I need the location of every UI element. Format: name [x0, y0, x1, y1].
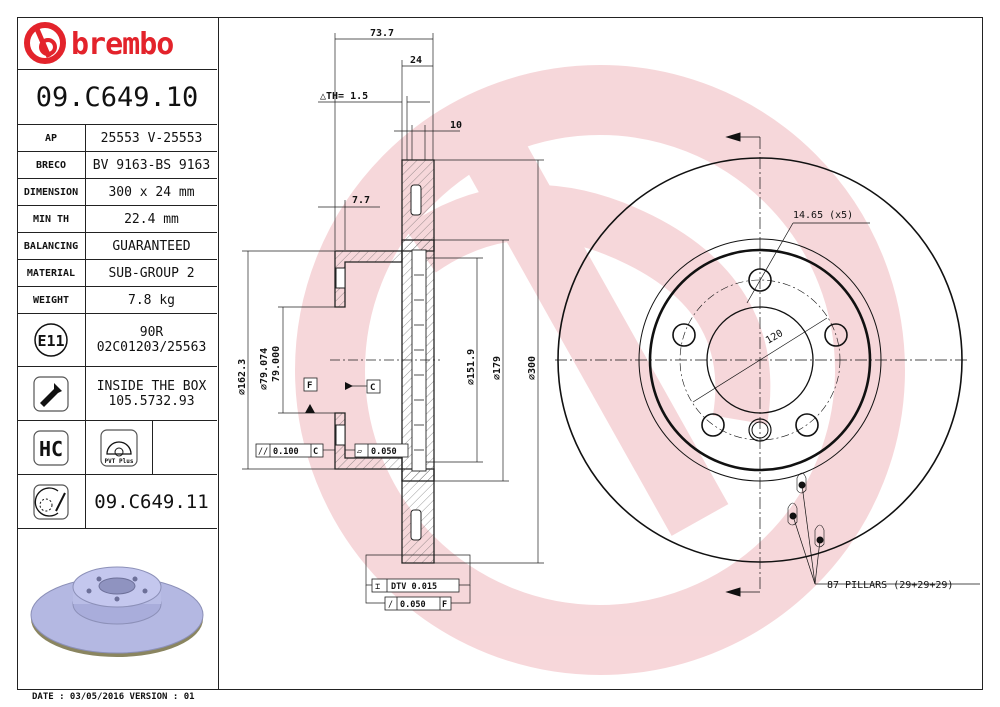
tolerance-parallel: // 0.100 C — [255, 443, 335, 458]
svg-text:E11: E11 — [37, 332, 64, 350]
svg-text:DTV 0.015: DTV 0.015 — [391, 582, 437, 592]
dim-d300: ⌀300 — [527, 356, 538, 380]
part-number-row: 09.C649.10 — [17, 70, 217, 125]
section-dimensions: 73.7 24 △TH= 1.5 10 7.7 ⌀162.3 ⌀79.074 7… — [237, 28, 538, 611]
pillars-callout: 87 PILLARS (29+29+29) — [827, 580, 953, 591]
date-version: DATE : 03/05/2016 VERSION : 01 — [32, 692, 195, 702]
spec-label: AP — [17, 125, 86, 151]
spec-row: WEIGHT 7.8 kg — [17, 287, 217, 314]
dim-d79-lower: 79.000 — [271, 346, 282, 382]
screw-note: INSIDE THE BOX — [96, 378, 207, 394]
spec-label: BALANCING — [17, 233, 86, 259]
svg-text:C: C — [313, 447, 318, 457]
section-view — [242, 33, 544, 604]
spec-value: 22.4 mm — [124, 211, 179, 227]
spec-value: 7.8 kg — [128, 292, 175, 308]
dim-overall-width: 73.7 — [370, 28, 394, 39]
e11-approval-icon: E11 — [34, 323, 68, 357]
spec-label: MIN TH — [17, 206, 86, 232]
features-row: HC PVT Plus — [17, 421, 217, 475]
screw-icon — [33, 375, 69, 412]
spec-row: AP 25553 V-25553 — [17, 125, 217, 152]
screw-part-number: 105.5732.93 — [108, 393, 195, 409]
drawing-frame — [17, 17, 983, 690]
svg-text:F: F — [442, 600, 447, 610]
spec-row: MATERIAL SUB-GROUP 2 — [17, 260, 217, 287]
svg-text:/: / — [388, 600, 393, 610]
spec-value: BV 9163-BS 9163 — [92, 157, 211, 173]
variant-part-number: 09.C649.11 — [94, 490, 209, 513]
svg-text:0.100: 0.100 — [273, 447, 299, 457]
dim-d79-upper: ⌀79.074 — [259, 348, 270, 390]
part-number: 09.C649.10 — [35, 81, 199, 113]
bolt-hole — [824, 323, 848, 347]
spec-row: BRECO BV 9163-BS 9163 — [17, 152, 217, 179]
datum-f: F — [307, 381, 312, 391]
spec-value: SUB-GROUP 2 — [108, 265, 195, 281]
svg-text:brembo: brembo — [71, 27, 173, 62]
spec-label: DIMENSION — [17, 179, 86, 205]
dim-flange: 7.7 — [352, 195, 370, 206]
disc-render — [17, 529, 217, 689]
brembo-logo: brembo — [24, 22, 174, 64]
svg-text:0.050: 0.050 — [371, 447, 397, 457]
tolerance-dtv: ⌶ DTV 0.015 — [371, 578, 460, 593]
bolt-hole — [701, 413, 725, 437]
spec-label: MATERIAL — [17, 260, 86, 286]
dim-thickness: 24 — [410, 55, 422, 66]
disc-with-sensor-icon — [33, 483, 69, 520]
bolt-hole-callout: 14.65 (x5) — [793, 210, 853, 221]
tolerance-runout: / 0.050 F — [384, 596, 452, 611]
variant-row: 09.C649.11 — [17, 475, 217, 529]
spec-value: GUARANTEED — [112, 238, 191, 254]
dim-vent: 10 — [450, 120, 462, 131]
approval-code: 90R — [139, 325, 164, 340]
bolt-hole — [672, 323, 696, 347]
front-view — [555, 132, 980, 597]
spec-label: WEIGHT — [17, 287, 86, 313]
dim-d151: ⌀151.9 — [466, 349, 477, 385]
datum-c: C — [370, 383, 375, 393]
tolerance-flatness: ▱ 0.050 — [345, 443, 409, 458]
spec-value: 25553 V-25553 — [100, 130, 203, 146]
svg-text:PVT Plus: PVT Plus — [105, 458, 134, 465]
spec-row: DIMENSION 300 x 24 mm — [17, 179, 217, 206]
svg-text://: // — [258, 447, 268, 457]
spec-value: 300 x 24 mm — [108, 184, 195, 200]
dim-d162: ⌀162.3 — [237, 359, 248, 395]
brand-row: brembo — [17, 17, 217, 70]
hc-icon: HC — [33, 429, 69, 466]
pvt-plus-icon: PVT Plus — [100, 428, 138, 467]
dim-d179: ⌀179 — [492, 356, 503, 380]
bolt-hole — [795, 413, 819, 437]
svg-text:▱: ▱ — [357, 447, 363, 457]
svg-text:HC: HC — [39, 437, 63, 461]
svg-text:0.050: 0.050 — [400, 600, 426, 610]
spec-row: MIN TH 22.4 mm — [17, 206, 217, 233]
spec-label: BRECO — [17, 152, 86, 178]
approval-number: 02C01203/25563 — [96, 340, 207, 355]
spec-row: BALANCING GUARANTEED — [17, 233, 217, 260]
dim-delta-th: △TH= 1.5 — [320, 91, 368, 102]
svg-text:⌶: ⌶ — [375, 582, 380, 592]
